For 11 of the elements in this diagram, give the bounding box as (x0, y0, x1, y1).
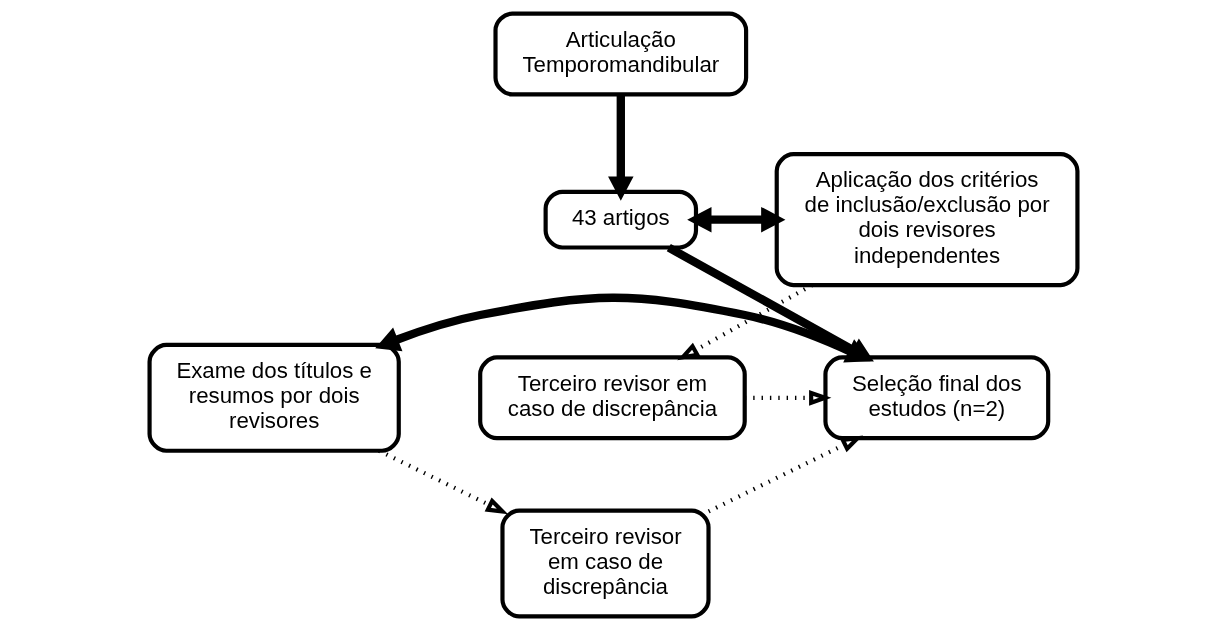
node-box: Terceiro revisor em caso de discrepância (478, 355, 747, 441)
arrow (687, 206, 786, 233)
node-box: Terceiro revisor em caso de discrepância (500, 508, 711, 619)
node-box: Articulação Temporomandibular (493, 11, 749, 97)
node-box: Seleção final dos estudos (n=2) (823, 355, 1051, 441)
node-box: Aplicação dos critérios de inclusão/exclusão por dois revisores independentes (774, 152, 1080, 288)
arrow (707, 435, 864, 514)
arrow (744, 390, 832, 406)
arrow (608, 94, 634, 201)
node-box: Exame dos títulos e resumos por dois revisores (147, 342, 401, 453)
node-box: 43 artigos (543, 189, 699, 250)
